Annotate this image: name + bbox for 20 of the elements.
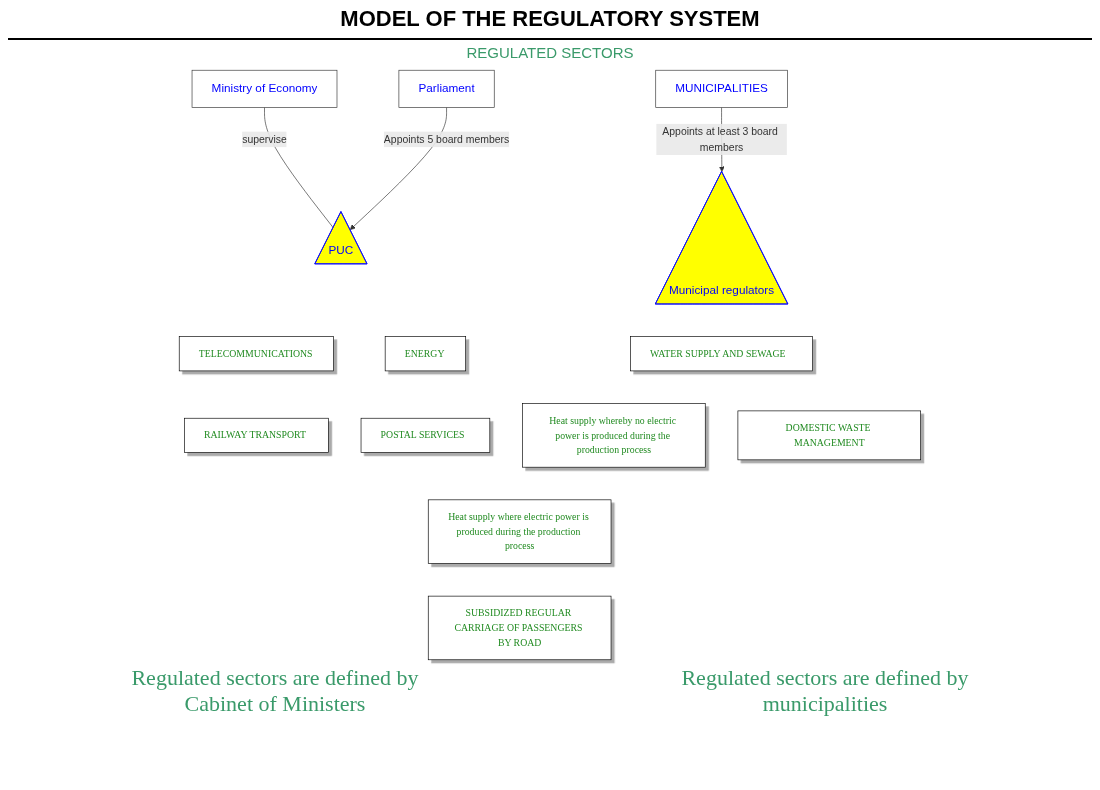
note-text: Regulated sectors are defined by Cabinet of Ministers [130,665,420,717]
note-text: Regulated sectors are defined by municipalities [680,665,970,717]
node-box: Parliament [398,69,495,108]
node-box: POSTAL SERVICES [360,417,491,453]
node-box: Heat supply where electric power is produced during the production process [427,499,612,564]
node-box: DOMESTIC WASTE MANAGEMENT [737,410,922,461]
node-box: TELECOMMUNICATIONS [178,336,334,372]
node-box: ENERGY [384,336,467,372]
section-heading: REGULATED SECTORS [465,44,635,61]
edge-label: Appoints 5 board members [383,133,510,145]
edge-label: Appoints at least 3 board members [662,125,778,153]
connector [264,107,334,229]
edge-label: supervise [242,133,287,145]
node-box: SUBSIDIZED REGULAR CARRIAGE OF PASSENGERS BY ROAD [427,595,612,661]
node-box: MUNICIPALITIES [655,69,788,108]
node-box: Ministry of Economy [191,69,338,108]
node-box: WATER SUPPLY AND SEWAGE [630,336,813,372]
node-box: Heat supply whereby no electric power is produced during the production process [522,403,706,468]
node-box: RAILWAY TRANSPORT [184,417,329,453]
diagram-title: MODEL OF THE REGULATORY SYSTEM [339,6,761,32]
